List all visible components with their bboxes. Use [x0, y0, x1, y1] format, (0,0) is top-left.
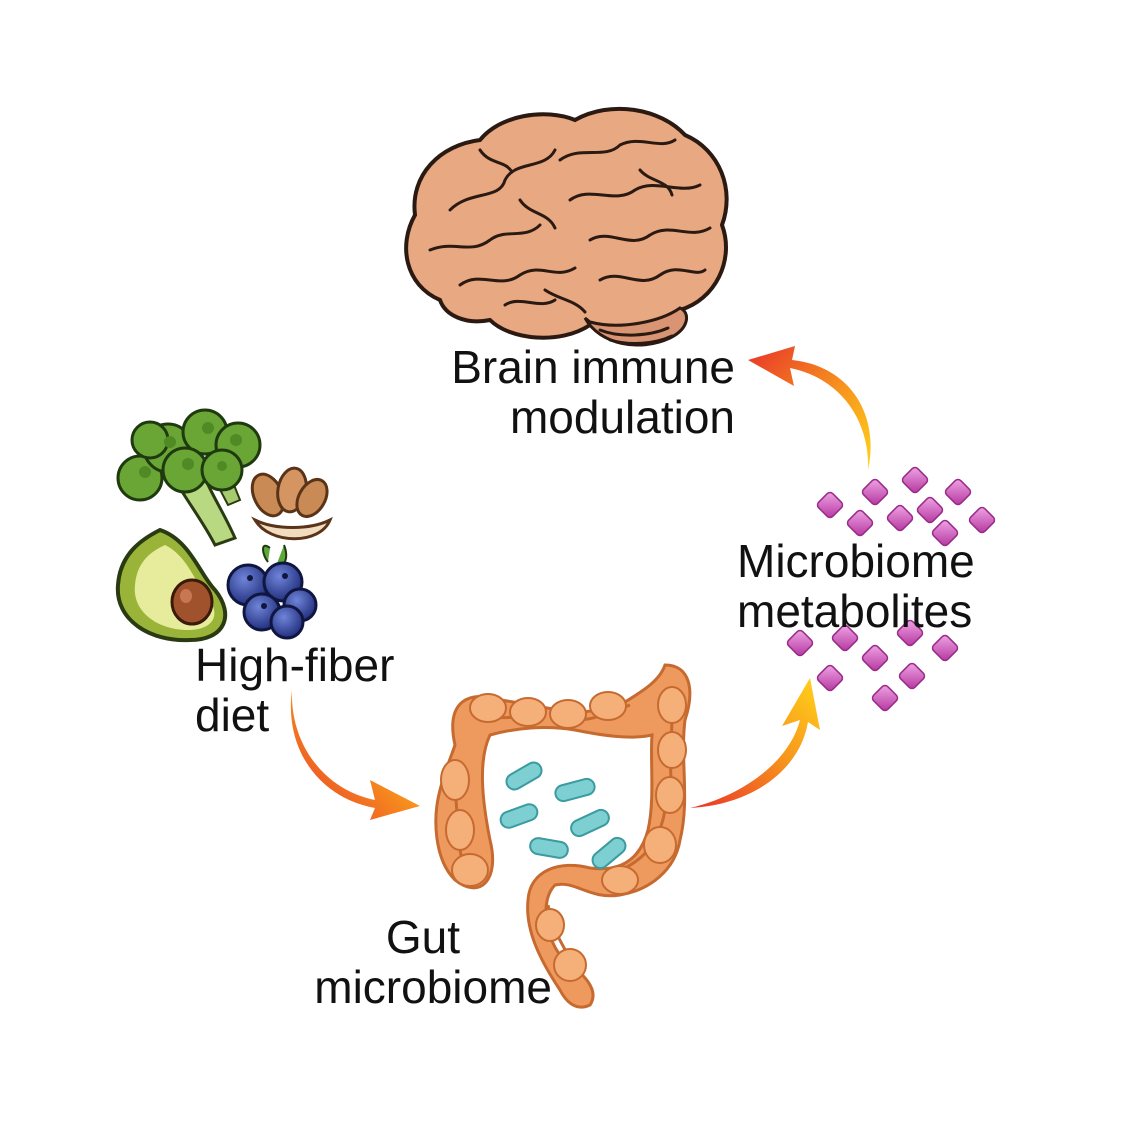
diet-label: High-fiber diet	[195, 640, 435, 740]
metabolite-molecule	[871, 684, 899, 712]
metabolite-molecule	[861, 644, 889, 672]
metabolite-molecule	[896, 619, 924, 647]
metabolite-molecule	[831, 624, 859, 652]
metabolites-label: Microbiome metabolites	[737, 536, 1027, 636]
metabolite-molecule	[901, 466, 929, 494]
metabolite-molecule	[846, 509, 874, 537]
bacteria-icon	[499, 761, 627, 870]
metabolites-label-line1: Microbiome	[737, 535, 975, 587]
metabolite-molecule	[898, 662, 926, 690]
gut-label: Gut microbiome	[270, 912, 552, 1012]
gut-label-line1: Gut	[385, 911, 460, 963]
metabolite-molecule	[931, 519, 959, 547]
diet-label-line2: diet	[195, 689, 270, 741]
metabolite-molecule	[886, 504, 914, 532]
arrow-gut-to-metabolites	[690, 678, 820, 808]
metabolites-label-line2: metabolites	[737, 585, 973, 637]
metabolite-molecule	[786, 629, 814, 657]
brain-label-line1: Brain immune	[451, 341, 735, 393]
gut-label-line2: microbiome	[314, 961, 552, 1013]
metabolite-molecule	[916, 496, 944, 524]
metabolite-molecule	[816, 491, 844, 519]
metabolite-molecules-icon	[786, 466, 996, 712]
arrow-metabolites-to-brain	[748, 346, 871, 470]
metabolite-molecule	[968, 506, 996, 534]
arrow-diet-to-gut	[290, 690, 420, 820]
brain-label: Brain immune modulation	[405, 342, 735, 442]
brain-icon	[404, 106, 729, 347]
diet-label-line1: High-fiber	[195, 639, 395, 691]
metabolite-molecule	[944, 478, 972, 506]
brain-label-line2: modulation	[509, 391, 735, 443]
metabolite-molecule	[861, 478, 889, 506]
healthy-food-icon	[115, 408, 333, 643]
intestine-icon	[434, 663, 692, 1009]
metabolite-molecule	[816, 664, 844, 692]
metabolite-molecule	[931, 634, 959, 662]
